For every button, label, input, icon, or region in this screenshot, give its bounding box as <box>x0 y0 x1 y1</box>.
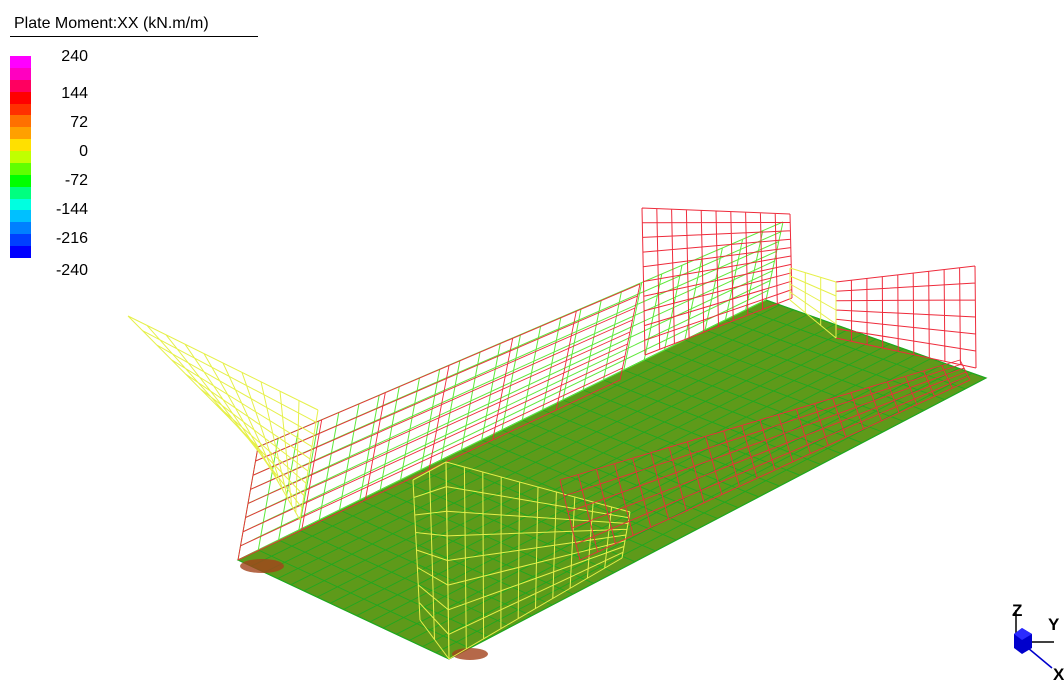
legend-swatch <box>10 186 31 200</box>
legend-label: 144 <box>61 85 88 102</box>
mid-wall-mesh <box>641 207 793 356</box>
right-link-wall-mesh <box>789 267 837 339</box>
legend-swatch <box>10 67 31 81</box>
legend-label: 0 <box>79 143 88 160</box>
axis-z-label: Z <box>1012 601 1023 620</box>
legend-swatch <box>10 91 31 105</box>
axis-y-label: Y <box>1048 615 1060 634</box>
legend-swatch <box>10 151 31 164</box>
legend-swatch <box>10 162 31 176</box>
front-wall-edge-mesh <box>412 461 450 660</box>
legend-swatch <box>10 115 31 128</box>
legend-swatch <box>10 210 31 223</box>
legend-label: -240 <box>55 262 88 279</box>
axis-triad: Z Y X <box>1008 602 1064 684</box>
legend-swatch <box>10 198 31 211</box>
legend-color-bar <box>10 56 31 259</box>
legend-label: -144 <box>55 201 88 218</box>
legend-swatch <box>10 246 31 259</box>
legend-swatch <box>10 234 31 247</box>
legend-title: Plate Moment:XX (kN.m/m) <box>14 15 209 32</box>
legend-swatch <box>10 139 31 152</box>
legend-label: 72 <box>70 114 88 131</box>
moment-hotspot <box>452 648 488 660</box>
legend-swatch <box>10 79 31 93</box>
left-end-wall-mesh <box>127 315 319 521</box>
legend-swatch <box>10 56 31 69</box>
axis-x-label: X <box>1053 665 1064 684</box>
legend-label: -216 <box>55 230 88 247</box>
back-wall-red-zone <box>237 283 641 561</box>
axis-cube-icon <box>1014 610 1054 669</box>
legend-swatch <box>10 174 31 188</box>
legend-label: 240 <box>61 48 88 65</box>
legend-divider <box>10 36 258 37</box>
floor-slab <box>236 299 988 660</box>
moment-hotspot <box>240 559 284 573</box>
legend-swatch <box>10 103 31 116</box>
legend-swatch <box>10 127 31 140</box>
legend-swatch <box>10 222 31 235</box>
interior-wall-mesh <box>559 359 971 561</box>
legend-label: -72 <box>64 172 88 189</box>
